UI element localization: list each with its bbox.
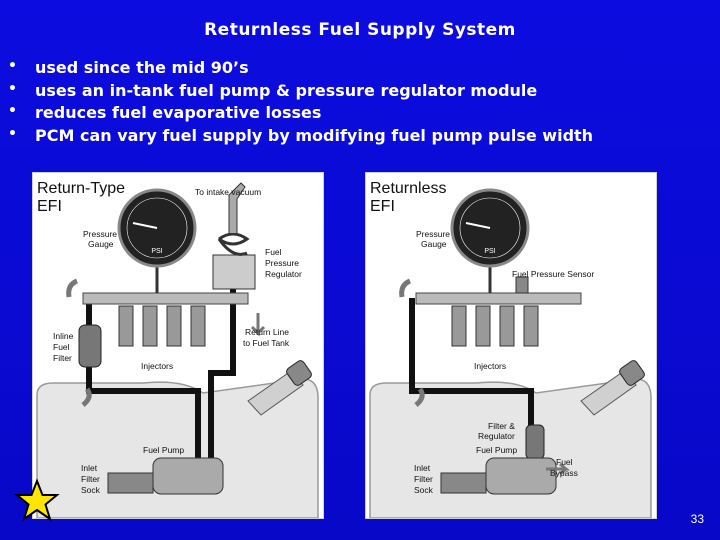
flow-arrow-icon xyxy=(414,387,425,407)
label-gauge: Gauge xyxy=(421,239,447,249)
gauge-ring xyxy=(459,197,521,259)
label-sock: Inlet xyxy=(414,463,431,473)
diagram-heading: Return-Type xyxy=(37,180,125,197)
label-filter-regulator: Regulator xyxy=(478,431,515,441)
label-inline-filter: Inline xyxy=(53,331,74,341)
diagram-heading: EFI xyxy=(37,198,62,215)
vacuum-hose xyxy=(228,182,246,233)
label-bypass: Fuel xyxy=(556,457,573,467)
label-sock: Filter xyxy=(81,474,100,484)
page-number: 33 xyxy=(690,512,704,526)
bullet-icon: • xyxy=(8,80,17,97)
label-inline-filter: Filter xyxy=(53,353,72,363)
filler-neck xyxy=(247,370,304,416)
label-fuel-pump: Fuel Pump xyxy=(143,445,184,455)
return-type-efi-diagram: PSI Return-Type EFI To intake vacuum Pre… xyxy=(32,172,324,519)
gauge-psi-label: PSI xyxy=(151,248,162,255)
fuel-rail xyxy=(82,292,249,305)
return-line xyxy=(208,281,236,463)
label-inline-filter: Fuel xyxy=(53,342,70,352)
bullet-icon: • xyxy=(8,58,17,74)
label-pressure: Pressure xyxy=(83,229,117,239)
regulator-spring xyxy=(217,232,250,256)
fuel-pressure-sensor xyxy=(515,276,529,294)
fuel-rail xyxy=(415,292,582,305)
label-sock: Sock xyxy=(81,485,101,495)
label-fuel-pump: Fuel Pump xyxy=(476,445,517,455)
pressure-regulator xyxy=(212,254,256,290)
filler-cap xyxy=(286,360,312,386)
filler-neck xyxy=(580,370,637,416)
label-regulator: Regulator xyxy=(265,269,302,279)
label-regulator: Pressure xyxy=(265,258,299,268)
flow-arrow-icon xyxy=(66,278,79,298)
label-injectors: Injectors xyxy=(474,361,506,371)
flow-arrow-icon xyxy=(399,278,412,298)
bullet-text: used since the mid 90’s xyxy=(35,58,249,77)
label-to-intake: To intake vacuum xyxy=(195,187,261,197)
label-bypass: Bypass xyxy=(550,468,578,478)
star-icon[interactable] xyxy=(14,478,60,524)
label-return-line: Return Line xyxy=(245,327,289,337)
label-injectors: Injectors xyxy=(141,361,173,371)
injectors xyxy=(118,305,206,347)
label-return-line: to Fuel Tank xyxy=(243,338,290,348)
inline-filter xyxy=(78,324,102,368)
inlet-filter-sock xyxy=(440,472,487,494)
gauge-psi-label: PSI xyxy=(484,248,495,255)
gauge-ring xyxy=(126,197,188,259)
diagram-heading: Returnless xyxy=(370,180,446,197)
filter-regulator xyxy=(525,424,545,460)
fuel-tank xyxy=(36,378,319,518)
slide-title: Returnless Fuel Supply System xyxy=(204,20,516,40)
bullet-text: uses an in-tank fuel pump & pressure reg… xyxy=(35,80,538,100)
label-sock: Inlet xyxy=(81,463,98,473)
returnless-efi-diagram: PSI Returnless EFI Pressure Gauge Fuel P… xyxy=(365,172,657,519)
bullet-text: PCM can vary fuel supply by modifying fu… xyxy=(35,125,594,145)
fuel-pump xyxy=(152,457,224,495)
label-sock: Filter xyxy=(414,474,433,484)
label-filter-regulator: Filter & xyxy=(488,421,515,431)
label-regulator: Fuel xyxy=(265,247,282,257)
bullet-icon: • xyxy=(8,125,17,142)
diagram-heading: EFI xyxy=(370,198,395,215)
label-gauge: Gauge xyxy=(88,239,114,249)
return-type-efi-svg: PSI Return-Type EFI To intake vacuum Pre… xyxy=(36,180,319,518)
fuel-tank xyxy=(369,378,652,518)
label-sock: Sock xyxy=(414,485,434,495)
bypass-arrow-icon xyxy=(546,462,571,476)
gauge-needle xyxy=(465,222,491,229)
injectors xyxy=(451,305,539,347)
down-arrow-icon xyxy=(250,313,266,337)
label-pressure-sensor: Fuel Pressure Sensor xyxy=(512,269,594,279)
flow-arrow-icon xyxy=(81,387,92,407)
inlet-filter-sock xyxy=(107,472,154,494)
bullet-icon: • xyxy=(8,103,17,119)
fuel-pump xyxy=(485,457,557,495)
gauge-needle xyxy=(132,222,158,229)
returnless-efi-svg: PSI Returnless EFI Pressure Gauge Fuel P… xyxy=(369,180,652,518)
bullet-text: reduces fuel evaporative losses xyxy=(35,103,322,122)
filler-cap xyxy=(619,360,645,386)
label-pressure: Pressure xyxy=(416,229,450,239)
